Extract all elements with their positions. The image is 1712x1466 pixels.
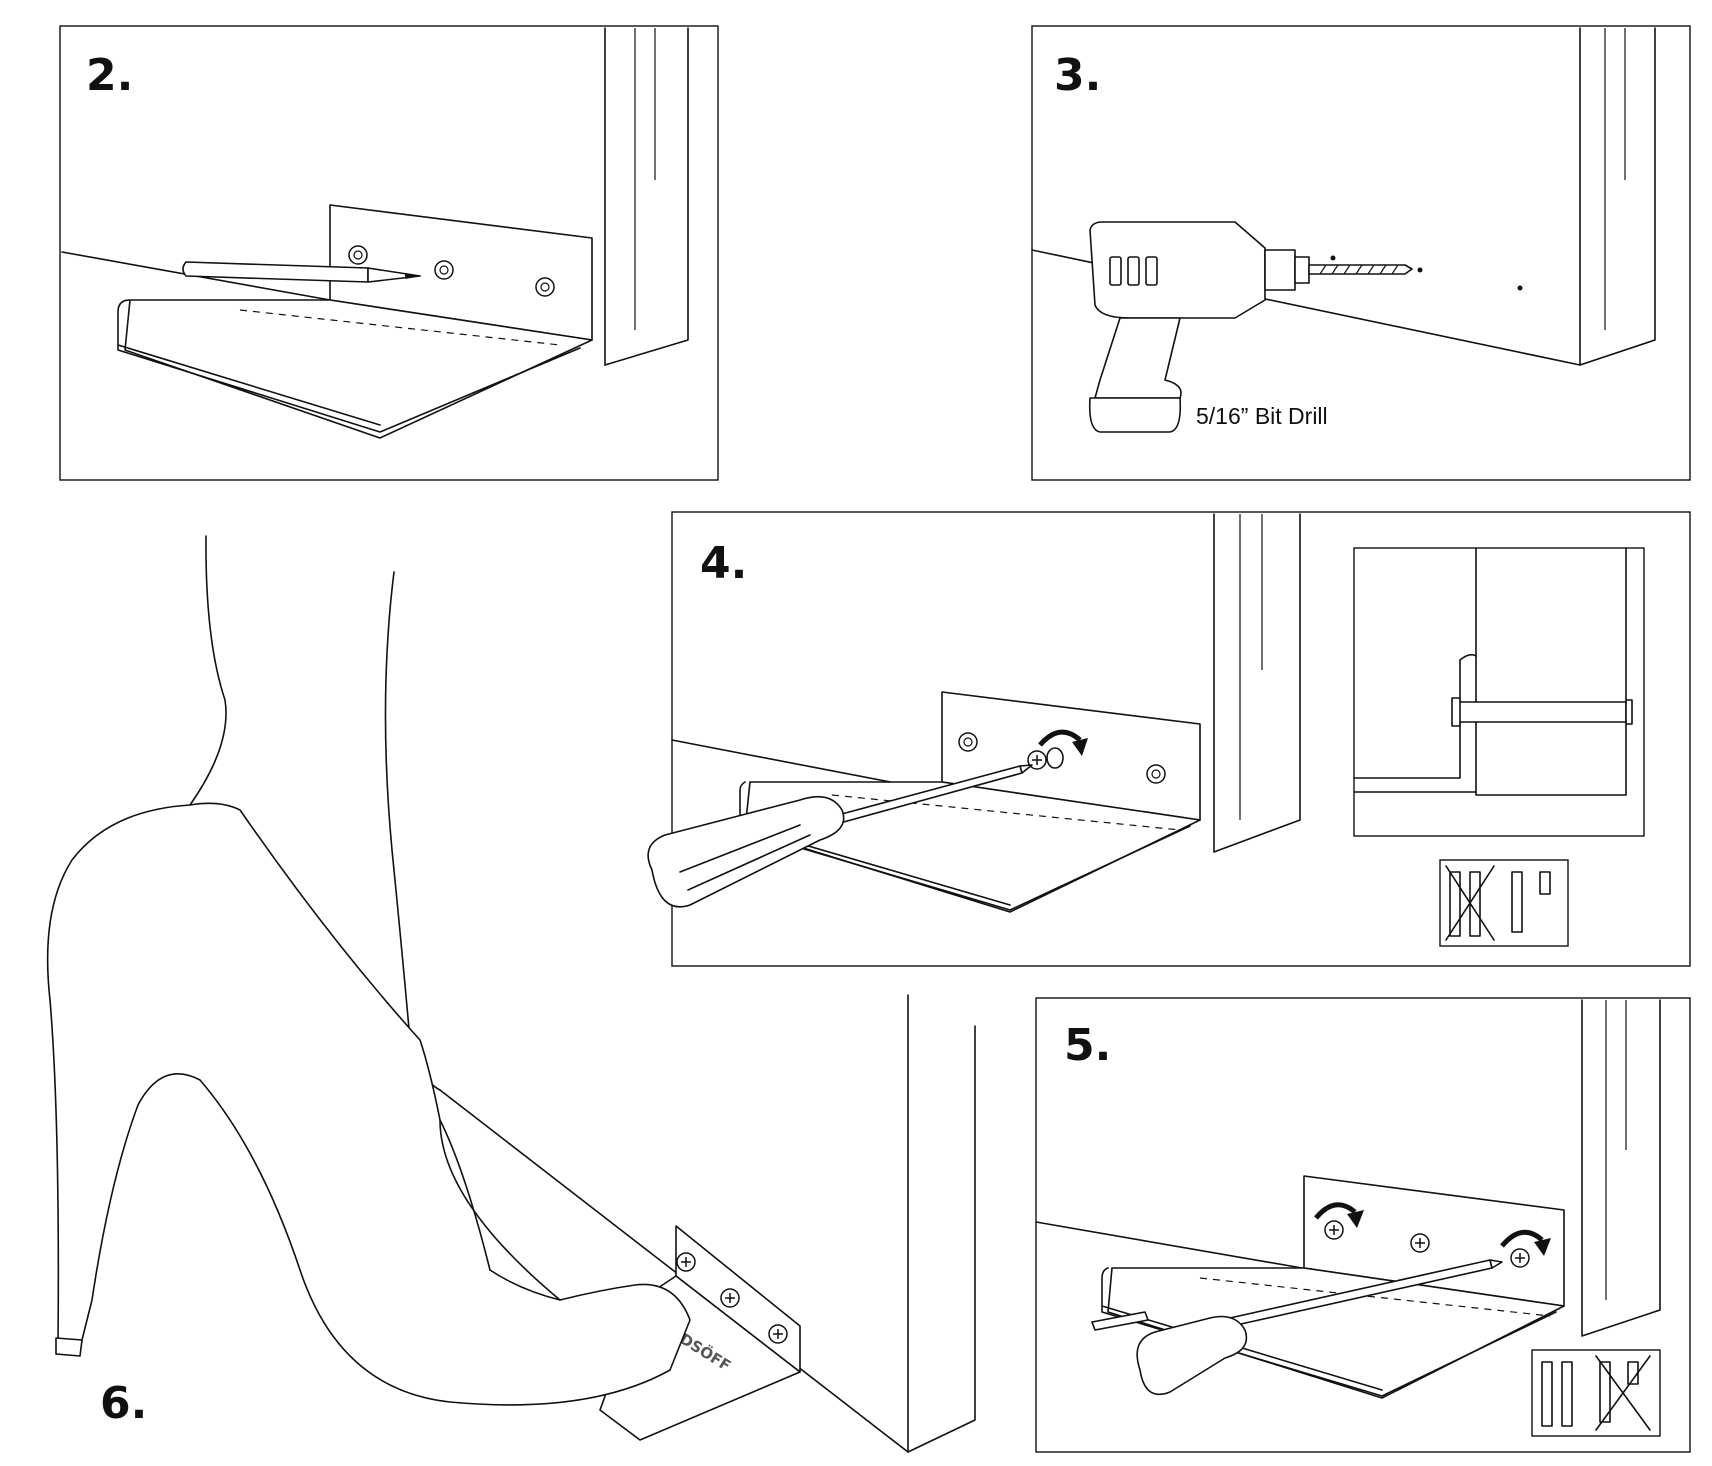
panel-frame [671, 511, 1691, 967]
bracket-base [124, 299, 593, 439]
power-drill-icon [1088, 221, 1413, 433]
mounting-hole [434, 260, 454, 280]
drilled-hole [1517, 285, 1523, 291]
cross-section-detail [1353, 547, 1645, 837]
drilled-hole [1417, 267, 1423, 273]
screw-selection-icon [1531, 1349, 1661, 1437]
drill-bit-caption: 5/16” Bit Drill [1196, 403, 1328, 429]
screwdriver-icon [647, 764, 1033, 908]
screwdriver-icon [1091, 1259, 1503, 1396]
panel-step-2: 2. [59, 25, 719, 481]
clockwise-arrow-icon [1038, 729, 1088, 756]
wall-edge [1579, 27, 1656, 366]
step-number: 2. [86, 50, 133, 101]
drilled-hole [1330, 255, 1336, 261]
clockwise-arrow-icon [1500, 1229, 1551, 1256]
pencil-icon [182, 261, 422, 283]
wall-edge [1213, 513, 1301, 853]
step-number: 5. [1064, 1020, 1111, 1071]
screw [1324, 1220, 1344, 1240]
panel-frame [1031, 25, 1691, 481]
panel-frame [59, 25, 719, 481]
mounting-hole [535, 277, 555, 297]
panel-step-3: 3. 5/16” Bit Drill [1031, 25, 1691, 481]
screw-selection-icon [1439, 859, 1569, 947]
marking-line [239, 309, 561, 346]
mounting-hole [348, 245, 368, 265]
panel-step-5: 5. [1035, 997, 1691, 1453]
step-number: 3. [1054, 50, 1101, 101]
panel-step-6: 6. NDSÖFF [46, 535, 976, 1453]
step-number: 6. [100, 1378, 147, 1429]
panel-step-4: 4. [647, 511, 1691, 967]
wall-edge [1581, 999, 1661, 1337]
screw [1510, 1248, 1530, 1268]
step-number: 4. [700, 538, 747, 589]
panel-frame [1035, 997, 1691, 1453]
high-heel-shoe-icon [46, 535, 691, 1406]
bolt [1457, 701, 1627, 723]
screw [1410, 1233, 1430, 1253]
clockwise-arrow-icon [1314, 1202, 1364, 1228]
